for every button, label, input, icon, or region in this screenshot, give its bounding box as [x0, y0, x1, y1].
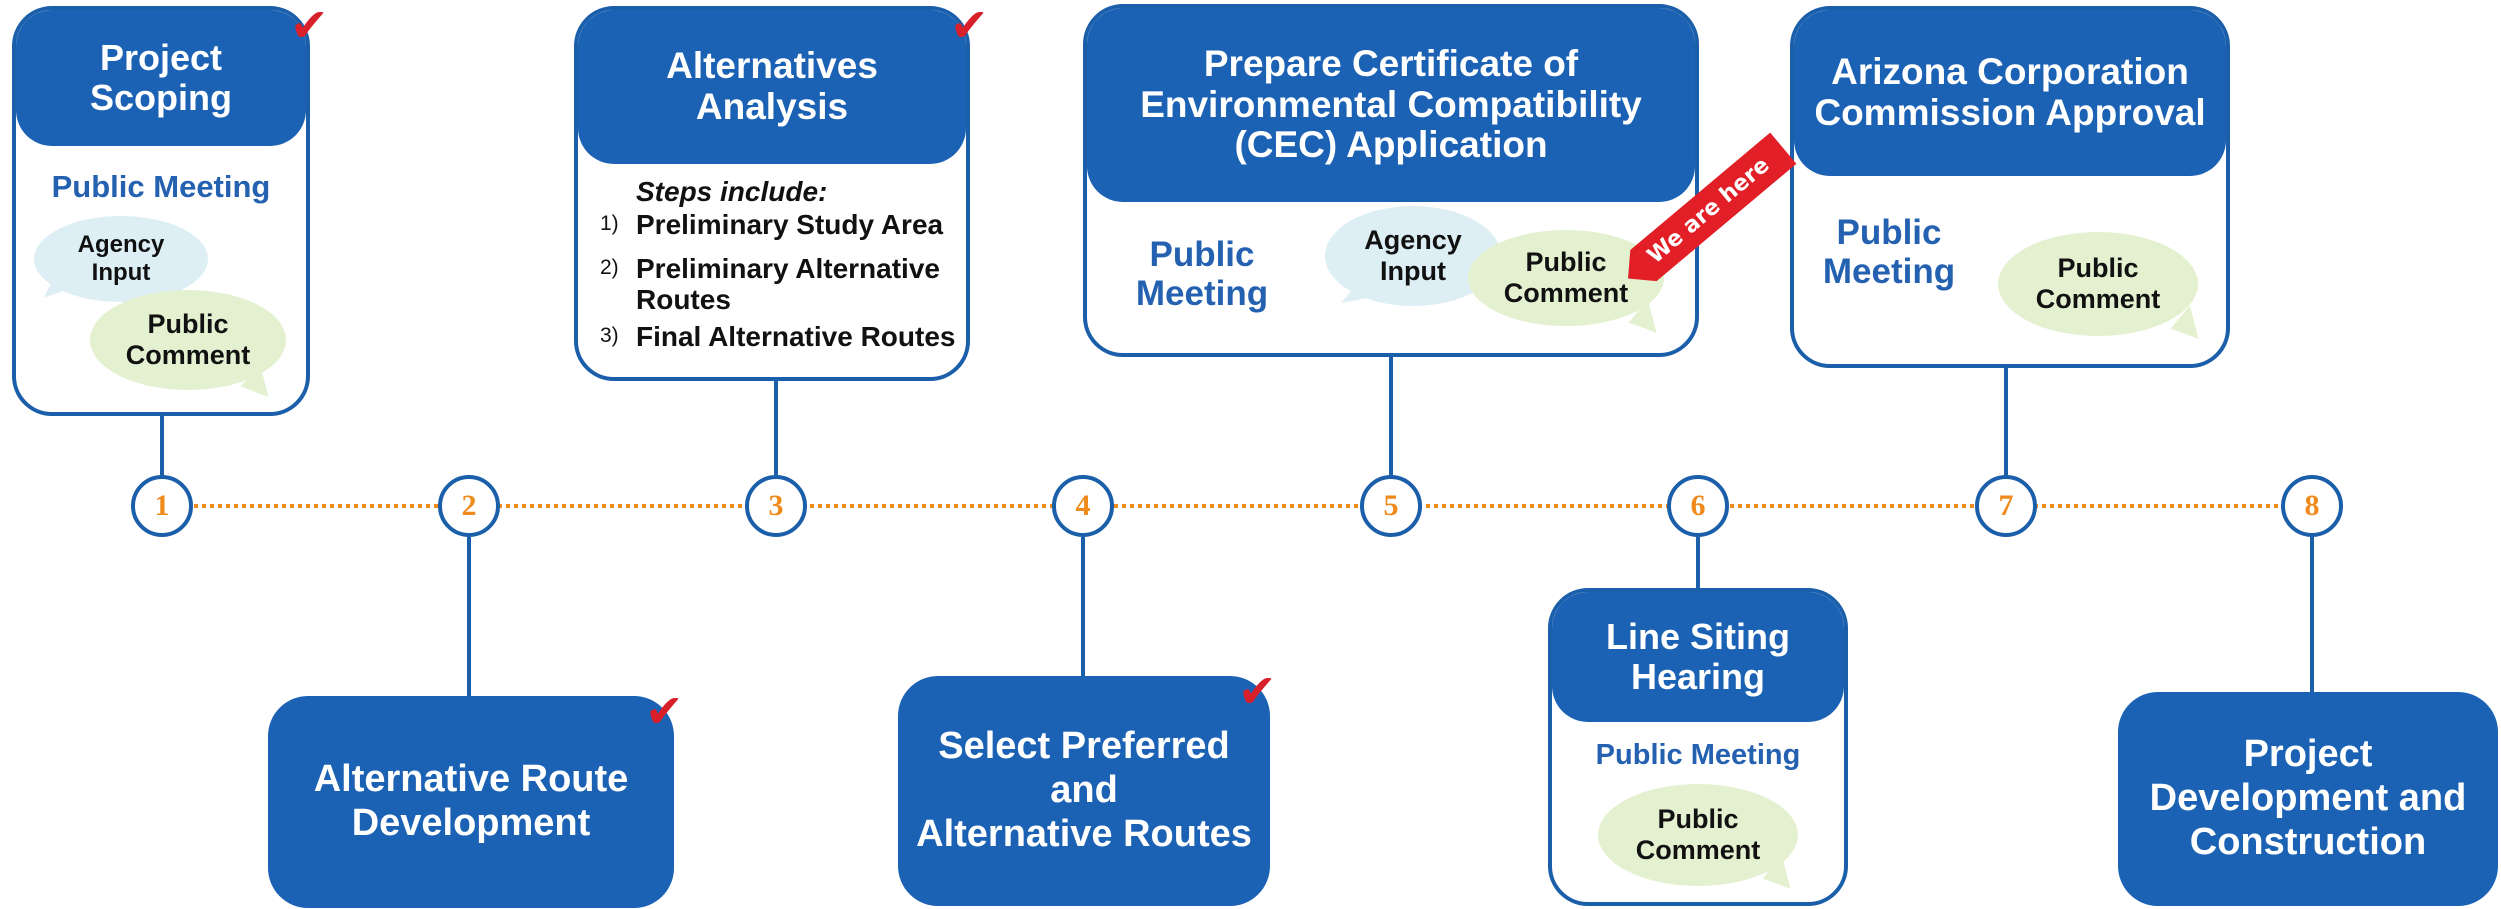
analysis-step-text: Preliminary Alternative Routes: [636, 253, 940, 315]
checkmark-icon: ✔: [290, 0, 329, 51]
step-node-7: 7: [1975, 475, 2037, 537]
step-node-5: 5: [1360, 475, 1422, 537]
public-meeting-label: Public Meeting: [1135, 235, 1269, 313]
public-meeting-label: Public Meeting: [51, 169, 271, 204]
public-meeting-label: Public Meeting: [1595, 739, 1801, 771]
step-title-project-scoping: Project Scoping: [16, 10, 306, 146]
public-comment-bubble: Public Comment: [90, 290, 286, 405]
public-comment-bubble: Public Comment: [1998, 232, 2212, 347]
agency-input-text: Agency Input: [1364, 224, 1462, 286]
analysis-step-number: 1): [600, 212, 619, 235]
step-card-select-preferred-routes: Select Preferred and Alternative Routes: [898, 676, 1270, 906]
step-node-3: 3: [745, 475, 807, 537]
step-node-6: 6: [1667, 475, 1729, 537]
analysis-step-number: 3): [600, 324, 619, 347]
step-card-acc-approval: Arizona Corporation Commission Approval …: [1790, 6, 2230, 368]
public-comment-text: Public Comment: [1635, 803, 1761, 865]
step-node-4: 4: [1052, 475, 1114, 537]
step-card-alternatives-analysis: Alternatives Analysis Steps include: 1) …: [574, 6, 970, 381]
checkmark-icon: ✔: [1238, 665, 1277, 717]
agency-input-text: Agency Input: [77, 231, 165, 286]
analysis-step-text: Final Alternative Routes: [636, 321, 956, 352]
public-comment-bubble: Public Comment: [1598, 784, 1804, 897]
public-comment-text: Public Comment: [1503, 246, 1629, 308]
step-node-8: 8: [2281, 475, 2343, 537]
step-title-alternatives-analysis: Alternatives Analysis: [578, 10, 966, 164]
steps-include-heading: Steps include:: [636, 176, 828, 207]
step-title-cec-application: Prepare Certificate of Environmental Com…: [1087, 8, 1695, 202]
step-card-alternative-route-development: Alternative Route Development: [268, 696, 674, 908]
analysis-step-text: Preliminary Study Area: [636, 209, 944, 240]
public-comment-text: Public Comment: [125, 308, 251, 370]
checkmark-icon: ✔: [950, 0, 989, 51]
step-title-acc-approval: Arizona Corporation Commission Approval: [1794, 10, 2226, 176]
step-title-line-siting-hearing: Line Siting Hearing: [1552, 592, 1844, 722]
step-node-1: 1: [131, 475, 193, 537]
step-card-project-development: Project Development and Construction: [2118, 692, 2498, 906]
public-meeting-label: Public Meeting: [1822, 213, 1956, 291]
step-node-2: 2: [438, 475, 500, 537]
agency-input-bubble: Agency Input: [34, 216, 208, 307]
checkmark-icon: ✔: [645, 685, 684, 737]
analysis-step-number: 2): [600, 256, 619, 279]
public-comment-text: Public Comment: [2035, 252, 2161, 314]
